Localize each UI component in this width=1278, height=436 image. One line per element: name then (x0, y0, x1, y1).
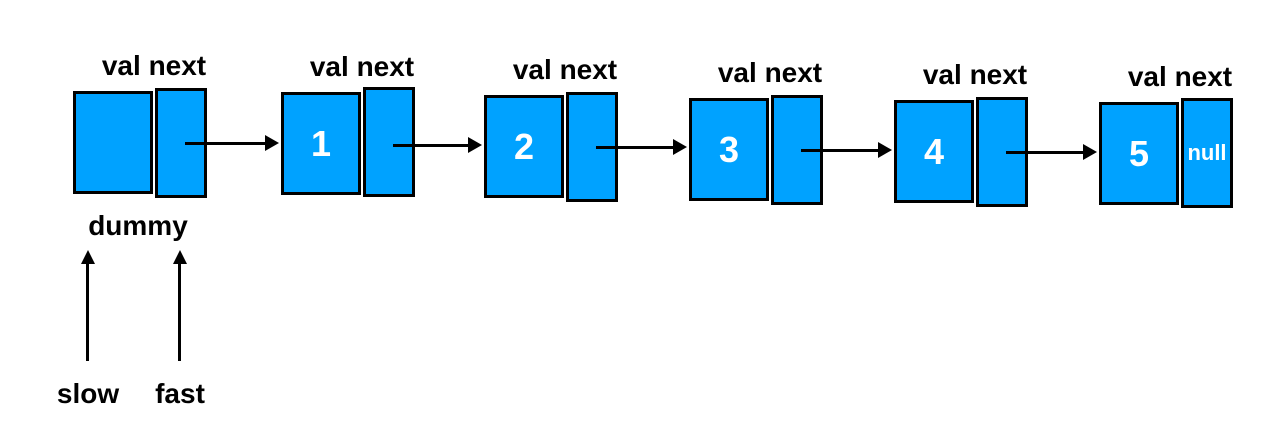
arrowhead-right-icon (468, 137, 482, 153)
node-value: 2 (513, 125, 535, 167)
arrowhead-right-icon (673, 139, 687, 155)
node-field-header: val next (1127, 61, 1233, 92)
node-field-header: val next (717, 57, 823, 88)
slow-label: slow (56, 378, 120, 409)
dummy-label: dummy (88, 210, 188, 241)
arrowhead-right-icon (1083, 144, 1097, 160)
arrowhead-right-icon (878, 142, 892, 158)
next-pointer-arrow-1-2 (393, 137, 482, 153)
node-value: 1 (310, 122, 332, 164)
val-cell: 4 (894, 100, 974, 203)
node-field-header: val next (512, 54, 618, 85)
node-value: 5 (1128, 132, 1150, 174)
next-pointer-arrow-0-1 (185, 135, 279, 151)
node-field-header: val next (309, 51, 415, 82)
val-cell (73, 91, 153, 194)
fast-label: fast (155, 378, 205, 409)
next-pointer-arrow-4-5 (1006, 144, 1097, 160)
next-value: null (1187, 140, 1227, 165)
val-cell: 3 (689, 98, 769, 201)
arrowhead-right-icon (265, 135, 279, 151)
next-cell: null (1181, 98, 1233, 208)
node-field-header: val next (922, 59, 1028, 90)
next-cell (363, 87, 415, 197)
fast-pointer-arrow (172, 250, 187, 361)
val-cell: 1 (281, 92, 361, 195)
slow-pointer-arrow (80, 250, 95, 361)
val-cell: 5 (1099, 102, 1179, 205)
val-cell: 2 (484, 95, 564, 198)
node-value: 4 (923, 130, 945, 172)
node-value: 3 (718, 128, 740, 170)
arrowhead-up-icon (80, 250, 95, 264)
arrowhead-up-icon (172, 250, 187, 264)
next-pointer-arrow-2-3 (596, 139, 687, 155)
next-pointer-arrow-3-4 (801, 142, 892, 158)
node-field-header: val next (101, 50, 207, 81)
